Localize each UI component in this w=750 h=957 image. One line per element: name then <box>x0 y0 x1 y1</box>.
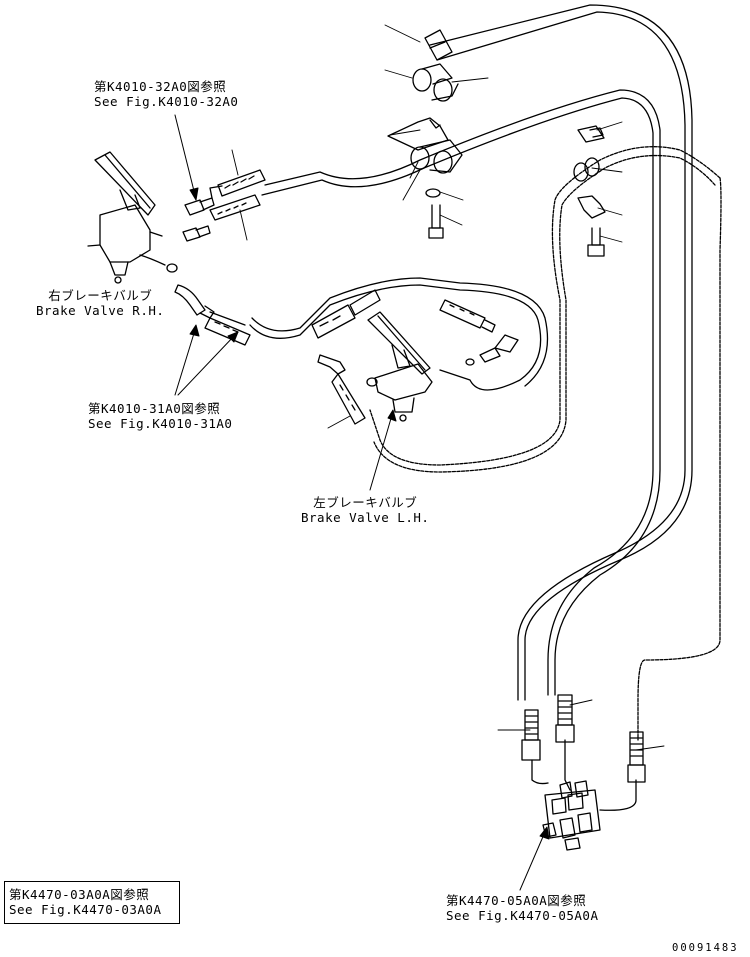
label-en: See Fig.K4010-31A0 <box>88 416 233 431</box>
reference-label-k4470-05a0a: 第K4470-05A0A図参照 See Fig.K4470-05A0A <box>446 893 599 923</box>
label-en: Brake Valve R.H. <box>36 303 165 318</box>
label-jp: 右ブレーキバルブ <box>48 288 153 303</box>
pipe-cross <box>209 277 549 391</box>
label-jp: 第K4470-05A0A図参照 <box>446 893 587 908</box>
part-number: 00091483 <box>672 942 739 954</box>
label-jp: 第K4010-32A0図参照 <box>94 79 227 94</box>
hose-ends-bottom <box>521 694 646 783</box>
label-jp: 第K4470-03A0A図参照 <box>9 887 150 902</box>
brake-valve-lh-label: 左ブレーキバルブ Brake Valve L.H. <box>301 495 429 525</box>
reference-label-k4010-32a0: 第K4010-32A0図参照 See Fig.K4010-32A0 <box>94 79 238 109</box>
reference-label-k4010-31a0: 第K4010-31A0図参照 See Fig.K4010-31A0 <box>88 401 232 431</box>
brake-valve-rh-label: 右ブレーキバルブ Brake Valve R.H. <box>36 288 164 318</box>
label-en: See Fig.K4010-32A0 <box>94 94 239 109</box>
brake-valve-rh <box>87 151 178 284</box>
elbow-fitting <box>174 284 251 346</box>
valve-block <box>542 780 601 851</box>
pipe-middle <box>261 89 661 696</box>
clamp-right <box>573 125 606 257</box>
clamp-upper-2 <box>387 117 463 239</box>
reference-arrows <box>174 114 550 891</box>
brake-valve-lh <box>311 289 519 425</box>
reference-box-k4470-03a0a: 第K4470-03A0A図参照 See Fig.K4470-03A0A <box>4 881 180 924</box>
label-en: Brake Valve L.H. <box>301 510 430 525</box>
label-jp: 第K4010-31A0図参照 <box>88 401 221 416</box>
leader-lines <box>231 24 665 751</box>
label-en: See Fig.K4470-05A0A <box>446 908 599 923</box>
label-en: See Fig.K4470-03A0A <box>9 902 162 917</box>
pipe-bottom-loop <box>531 739 637 811</box>
clamp-upper-1 <box>412 29 459 102</box>
pipe-outer <box>429 4 693 701</box>
label-jp: 左ブレーキバルブ <box>313 495 418 510</box>
pipe-right <box>369 146 722 741</box>
fittings-upper <box>182 169 266 242</box>
